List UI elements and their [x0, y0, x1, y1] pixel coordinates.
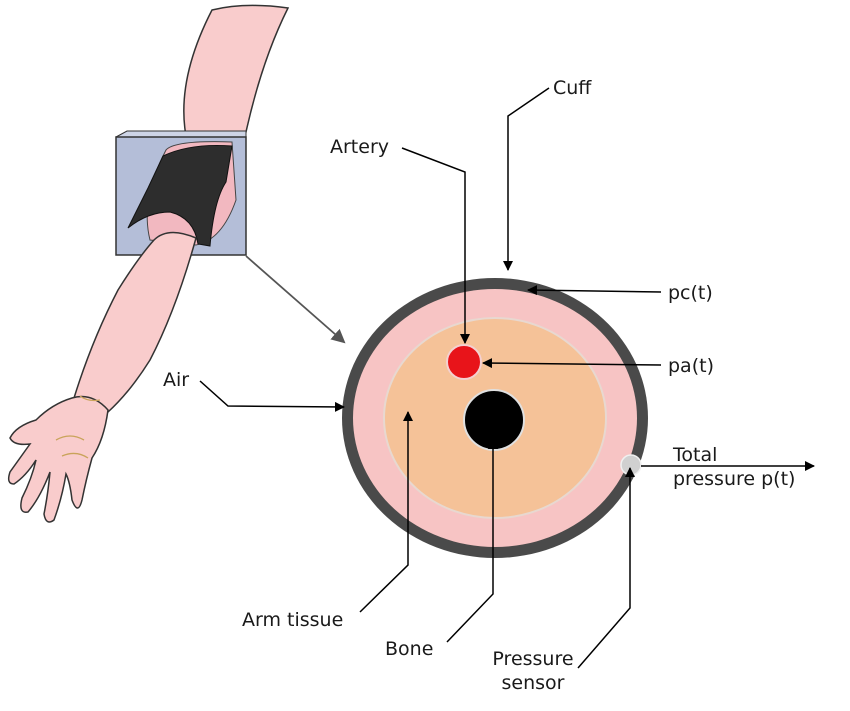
hand-lines [55, 395, 101, 459]
arm-illustration [7, 4, 290, 523]
hand [7, 395, 109, 523]
cross-section [342, 278, 648, 558]
sensor-pointer [577, 467, 635, 669]
total-label-line2: pressure p(t) [673, 468, 796, 490]
pc-label: pc(t) [668, 282, 713, 304]
total-label-line1: Total [673, 444, 718, 466]
cuff-box-top [115, 130, 247, 138]
bone [463, 389, 525, 451]
leader-lines [199, 87, 815, 669]
bone-pointer [446, 439, 498, 643]
arm-tissue-label: Arm tissue [242, 609, 344, 631]
air-pointer [199, 380, 345, 412]
arm-tissue-pointer [359, 411, 413, 613]
artery-pointer [401, 147, 470, 344]
pressure-sensor [620, 454, 642, 476]
cuff-pointer [503, 87, 550, 271]
cuff-label: Cuff [553, 77, 592, 99]
sensor-label-line2: sensor [501, 672, 565, 694]
upper-arm [183, 4, 290, 137]
sensor-label-line1: Pressure [492, 648, 574, 670]
zoom-arrow [245, 255, 346, 344]
pa-label: pa(t) [668, 355, 714, 377]
forearm [73, 231, 197, 413]
pa-pointer [482, 358, 662, 369]
pc-pointer [527, 285, 662, 296]
artery-label: Artery [330, 136, 390, 158]
cuff-band [127, 144, 233, 247]
bone-label: Bone [385, 638, 434, 660]
air-label: Air [163, 369, 190, 391]
artery [446, 344, 482, 380]
